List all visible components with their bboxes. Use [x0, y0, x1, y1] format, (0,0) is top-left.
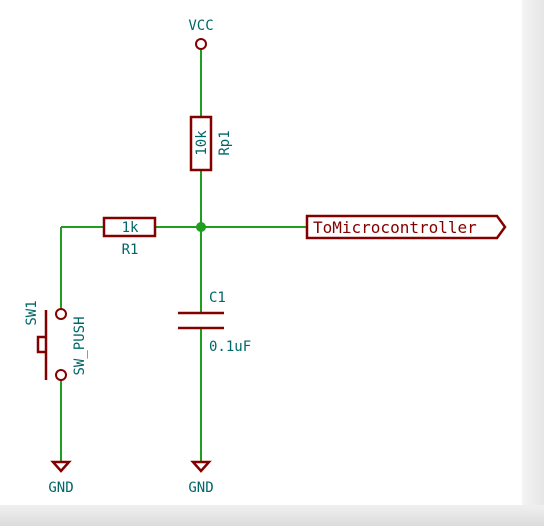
vcc-pin-circle [195, 38, 207, 50]
net-label-tomicrocontroller: ToMicrocontroller [305, 214, 507, 240]
rp1-ref: Rp1 [217, 130, 233, 155]
junction-dot [196, 222, 206, 232]
gnd-center-label: GND [188, 480, 213, 496]
gnd-center-triangle [190, 460, 212, 473]
sw1-button [36, 335, 46, 354]
net-label-box [305, 214, 507, 240]
sw1-pin-top [55, 308, 67, 320]
rp1-body [189, 115, 213, 172]
sw1-ref: SW1 [24, 300, 40, 325]
gnd-left-triangle [50, 460, 72, 473]
rp1-value: 10k [194, 130, 210, 156]
wires [60, 50, 307, 462]
resistor-r1: 1k R1 [102, 216, 157, 258]
resistor-rp1: 10k Rp1 [189, 115, 233, 172]
c1-value: 0.1uF [209, 339, 251, 355]
net-label-text: ToMicrocontroller [313, 218, 477, 237]
c1-ref: C1 [209, 290, 226, 306]
sw1-value: SW_PUSH [72, 316, 88, 375]
gnd-symbol-center: GND [188, 460, 214, 496]
gnd-symbol-left: GND [48, 460, 74, 496]
gnd-left-label: GND [48, 480, 73, 496]
r1-body [102, 216, 157, 238]
r1-ref: R1 [122, 242, 139, 258]
vcc-label: VCC [188, 18, 213, 34]
window-edge-right [522, 0, 544, 526]
switch-sw1: SW1 SW_PUSH [24, 300, 88, 381]
window-edge-bottom [0, 505, 544, 526]
sw1-pin-bottom [55, 369, 67, 381]
capacitor-c1: C1 0.1uF [178, 290, 251, 355]
vcc-power-symbol: VCC [188, 18, 214, 50]
r1-value: 1k [122, 220, 139, 236]
